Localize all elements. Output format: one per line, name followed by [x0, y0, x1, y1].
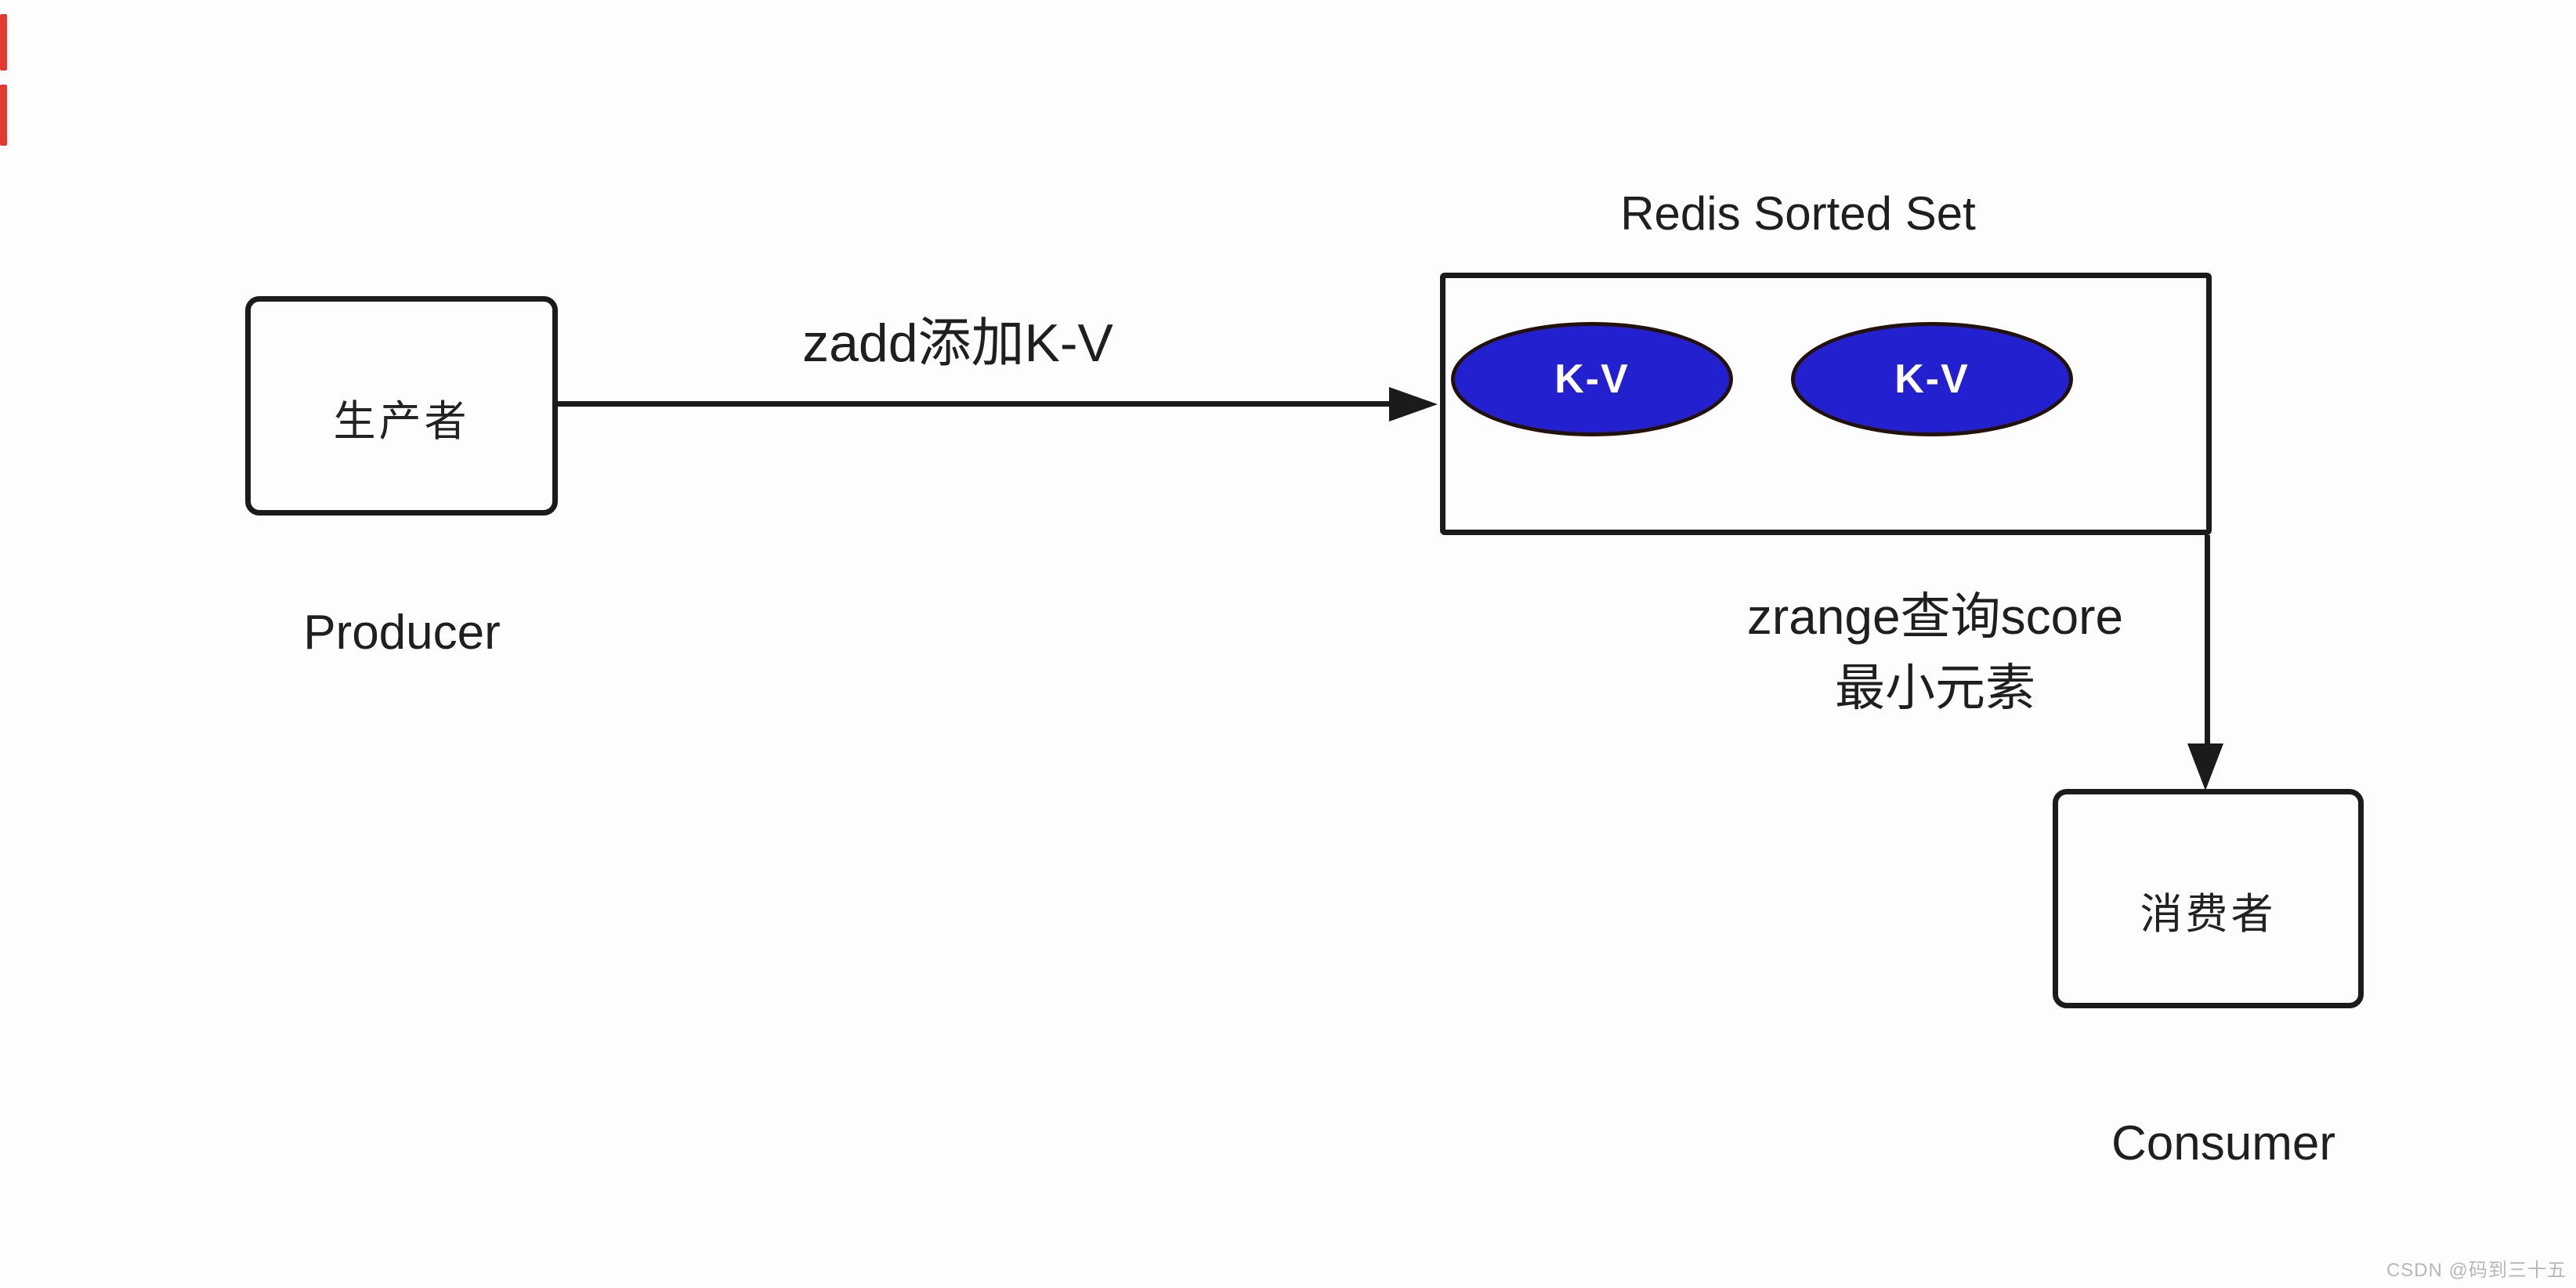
redis-sorted-set-node	[1440, 273, 2212, 535]
zrange-label-line1: zrange查询score	[1746, 588, 2124, 645]
zrange-label-line2: 最小元素	[1835, 659, 2035, 716]
kv-label: K-V	[1554, 356, 1630, 402]
kv-label: K-V	[1894, 356, 1970, 402]
kv-element: K-V	[1791, 322, 2073, 436]
producer-label: 生产者	[333, 397, 470, 445]
zrange-arrow-label: zrange查询score 最小元素	[1700, 581, 2170, 724]
zadd-arrow-label: zadd添加K-V	[802, 313, 1113, 373]
watermark: CSDN @码到三十五	[2386, 1260, 2567, 1281]
producer-caption: Producer	[303, 606, 501, 660]
zadd-arrow-line	[558, 401, 1391, 407]
zrange-arrow-line	[2205, 535, 2210, 745]
consumer-label: 消费者	[2140, 890, 2277, 938]
consumer-node: 消费者	[2053, 789, 2364, 1008]
red-edge-mark	[0, 14, 7, 71]
zadd-arrowhead-icon	[1389, 387, 1438, 421]
consumer-caption: Consumer	[2111, 1116, 2335, 1170]
zrange-arrowhead-icon	[2187, 743, 2223, 791]
red-edge-mark	[0, 85, 7, 146]
producer-node: 生产者	[245, 296, 558, 516]
redis-title: Redis Sorted Set	[1620, 187, 1976, 240]
kv-element: K-V	[1451, 322, 1733, 436]
